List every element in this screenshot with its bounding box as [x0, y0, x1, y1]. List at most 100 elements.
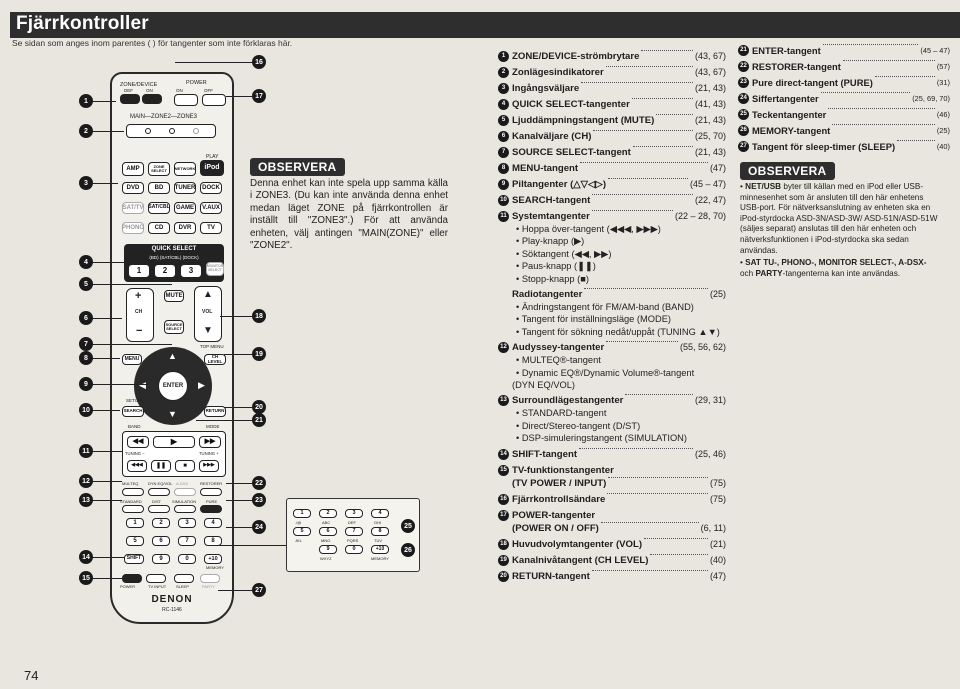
sat-tv-button[interactable]: SAT/TV: [122, 202, 144, 214]
power-on-button[interactable]: [174, 94, 198, 106]
item-label: Siffertangenter: [752, 93, 819, 104]
cd-button[interactable]: CD: [148, 222, 170, 234]
tuner-button[interactable]: TUNER: [174, 182, 196, 194]
key-4[interactable]: 4: [204, 518, 222, 528]
dyn-eq-button[interactable]: [148, 488, 170, 496]
ch-level-button[interactable]: CH LEVEL: [204, 354, 226, 365]
monitor-select-button[interactable]: MONITOR SELECT: [206, 262, 224, 276]
item-label: SOURCE SELECT-tangent: [512, 147, 631, 158]
key-1[interactable]: 1: [126, 518, 144, 528]
skip-forward-button[interactable]: ▶▶▶: [199, 460, 219, 472]
arrow-up-icon[interactable]: ▲: [168, 351, 177, 361]
key-6[interactable]: 6: [152, 536, 170, 546]
dock-button[interactable]: DOCK: [200, 182, 222, 194]
network-button[interactable]: NETWORK: [174, 162, 196, 176]
badge: 22: [738, 61, 749, 72]
key-plus10[interactable]: +10: [204, 554, 222, 564]
vaux-button[interactable]: V.AUX: [200, 202, 222, 214]
shift-button[interactable]: SHIFT: [124, 554, 144, 564]
game-button[interactable]: GAME: [174, 202, 196, 214]
surround-sub-item: STANDARD-tangent: [498, 407, 726, 419]
return-button[interactable]: RETURN: [204, 406, 226, 417]
standard-button[interactable]: [122, 505, 144, 513]
zone-device-on-button[interactable]: [142, 94, 162, 104]
inset-key-7[interactable]: 7: [345, 527, 363, 536]
multeq-button[interactable]: [122, 488, 144, 496]
inset-key-plus10[interactable]: +10: [371, 545, 389, 554]
badge: 25: [738, 109, 749, 120]
tv-power-button[interactable]: [122, 574, 142, 583]
inset-key-3[interactable]: 3: [345, 509, 363, 518]
party-button[interactable]: [200, 574, 220, 583]
arrow-left-icon[interactable]: ◀: [139, 380, 146, 390]
badge: 5: [498, 115, 509, 126]
sat-cbl-button[interactable]: SAT/CBL: [148, 202, 170, 214]
arrow-down-icon[interactable]: ▼: [168, 409, 177, 419]
band-rewind-button[interactable]: ◀◀: [127, 436, 149, 448]
tv-button[interactable]: TV: [200, 222, 222, 234]
power-on-label: ON: [176, 88, 183, 93]
mode-forward-button[interactable]: ▶▶: [199, 436, 221, 448]
key-8[interactable]: 8: [204, 536, 222, 546]
item-label: Radiotangenter: [512, 289, 583, 301]
quick-select-3-button[interactable]: 3: [180, 264, 202, 278]
direction-pad[interactable]: ▲ ▼ ◀ ▶ ENTER: [134, 347, 212, 425]
pure-button[interactable]: [200, 505, 222, 513]
key-7[interactable]: 7: [178, 536, 196, 546]
key-5[interactable]: 5: [126, 536, 144, 546]
enter-button[interactable]: ENTER: [158, 371, 188, 401]
amp-button[interactable]: AMP: [122, 162, 144, 176]
inset-key-2[interactable]: 2: [319, 509, 337, 518]
key-3[interactable]: 3: [178, 518, 196, 528]
key-2[interactable]: 2: [152, 518, 170, 528]
menu-button[interactable]: MENU: [122, 354, 142, 365]
key-9[interactable]: 9: [152, 554, 170, 564]
ipod-button[interactable]: iPod: [200, 160, 224, 176]
simulation-button[interactable]: [174, 505, 196, 513]
inset-key-0[interactable]: 0: [345, 545, 363, 554]
quick-select-1-button[interactable]: 1: [128, 264, 150, 278]
bd-button[interactable]: BD: [148, 182, 170, 194]
search-button[interactable]: SEARCH: [122, 406, 144, 417]
ch-rocker[interactable]: + CH −: [126, 288, 154, 342]
dst-button[interactable]: [148, 505, 170, 513]
key-0[interactable]: 0: [178, 554, 196, 564]
inset-key-6[interactable]: 6: [319, 527, 337, 536]
phono-button[interactable]: PHONO: [122, 222, 144, 234]
item-ref: (45 – 47): [689, 179, 726, 189]
inset-key-1[interactable]: 1: [293, 509, 311, 518]
badge: 27: [738, 141, 749, 152]
power-off-button[interactable]: [202, 94, 226, 106]
stop-button[interactable]: ■: [175, 460, 195, 472]
dvd-button[interactable]: DVD: [122, 182, 144, 194]
tv-input-button[interactable]: [146, 574, 166, 583]
skip-back-button[interactable]: ◀◀◀: [127, 460, 147, 472]
dvr-button[interactable]: DVR: [174, 222, 196, 234]
play-button[interactable]: ▶: [153, 436, 195, 448]
vol-rocker[interactable]: ▲ VOL ▼: [194, 286, 222, 342]
restorer-button[interactable]: [200, 488, 222, 496]
zone-device-def-button[interactable]: [120, 94, 140, 104]
sleep-button[interactable]: [174, 574, 194, 583]
source-select-button[interactable]: SOURCE SELECT: [164, 320, 184, 334]
a-dsx-button[interactable]: [174, 488, 196, 496]
inset-key-9[interactable]: 9: [319, 545, 337, 554]
observera-tag: OBSERVERA: [250, 158, 345, 176]
badge: 6: [498, 131, 509, 142]
audyssey-sub-cont: (DYN EQ/VOL): [512, 380, 576, 391]
inset-key-5[interactable]: 5: [293, 527, 311, 536]
quick-select-2-button[interactable]: 2: [154, 264, 176, 278]
callout-4: 4: [79, 255, 93, 269]
pause-button[interactable]: ❚❚: [151, 460, 171, 472]
leader-dots: [820, 92, 911, 93]
zone-select-button[interactable]: ZONE SELECT: [148, 162, 170, 176]
inset-key-4[interactable]: 4: [371, 509, 389, 518]
arrow-right-icon[interactable]: ▶: [198, 380, 205, 390]
mute-button[interactable]: MUTE: [164, 290, 184, 302]
inset-key-8[interactable]: 8: [371, 527, 389, 536]
